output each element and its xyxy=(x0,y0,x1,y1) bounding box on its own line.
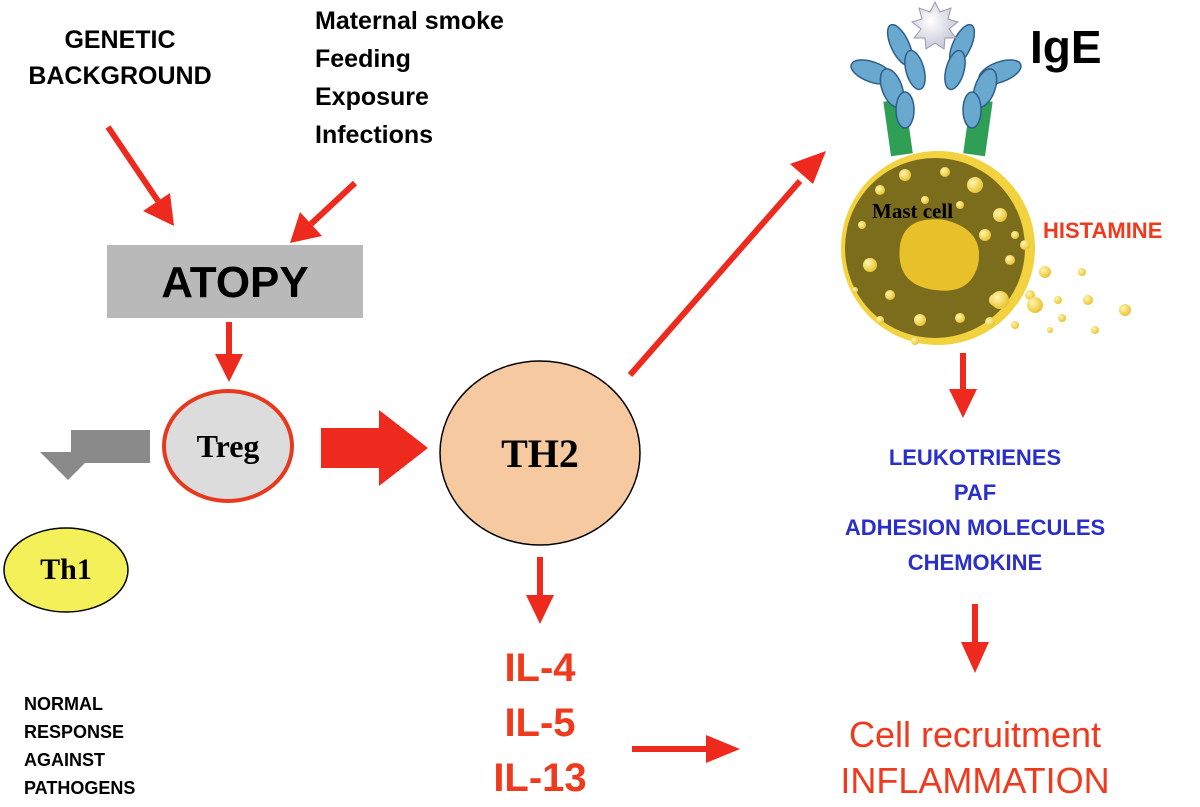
outcome-label: Cell recruitment INFLAMMATION xyxy=(810,712,1140,804)
mediator-paf: PAF xyxy=(953,480,997,505)
grey-bent-arrow-to-th1 xyxy=(40,430,150,480)
interleukins-list: IL-4 IL-5 IL-13 xyxy=(470,641,610,806)
th2-node xyxy=(439,360,641,546)
environment-item-feeding: Feeding xyxy=(315,45,411,73)
genetic-background-line-2: BACKGROUND xyxy=(28,62,212,90)
normal-response-line-3: AGAINST xyxy=(24,750,105,770)
arrow-interleukins-to-outcome xyxy=(632,735,740,763)
atopy-label: ATOPY xyxy=(161,258,309,307)
arrow-mast-cell-to-mediators xyxy=(949,353,977,418)
outcome-inflammation: INFLAMMATION xyxy=(840,760,1110,801)
mediator-chemokine: CHEMOKINE xyxy=(907,550,1043,575)
th1-label: Th1 xyxy=(40,553,92,586)
mediator-leukotrienes: LEUKOTRIENES xyxy=(888,445,1062,470)
normal-response-line-1: NORMAL xyxy=(24,694,103,714)
interleukin-il-4: IL-4 xyxy=(504,646,576,690)
mediator-adhesion-molecules: ADHESION MOLECULES xyxy=(844,515,1106,540)
ige-label: IgE xyxy=(1030,21,1102,73)
arrow-environment-to-atopy xyxy=(290,180,358,243)
arrow-mediators-to-outcome xyxy=(961,604,989,673)
normal-response-label: NORMAL RESPONSE AGAINST PATHOGENS xyxy=(24,690,135,802)
antigen-icon xyxy=(910,0,960,50)
arrow-genetic-to-atopy xyxy=(105,125,174,226)
environment-item-infections: Infections xyxy=(315,121,434,149)
normal-response-line-2: RESPONSE xyxy=(24,722,125,742)
environmental-factors-list: Maternal smoke Feeding Exposure Infectio… xyxy=(315,2,504,154)
genetic-background-label: GENETIC BACKGROUND xyxy=(0,22,240,94)
environment-item-exposure: Exposure xyxy=(315,83,429,111)
outcome-cell-recruitment: Cell recruitment xyxy=(848,714,1102,755)
arrow-atopy-to-treg xyxy=(215,322,243,382)
treg-node xyxy=(162,389,294,503)
histamine-label: HISTAMINE xyxy=(1043,218,1163,243)
environment-item-maternal-smoke: Maternal smoke xyxy=(315,7,504,35)
interleukin-il-13: IL-13 xyxy=(493,756,587,800)
th2-label: TH2 xyxy=(501,431,579,476)
normal-response-line-4: PATHOGENS xyxy=(24,778,136,798)
genetic-background-line-1: GENETIC xyxy=(64,26,176,54)
ige-antibody-complex xyxy=(850,0,1022,157)
mast-cell-label: Mast cell xyxy=(872,199,954,223)
mediators-list: LEUKOTRIENES PAF ADHESION MOLECULES CHEM… xyxy=(810,440,1140,580)
arrow-th2-to-mast-cell xyxy=(627,151,826,377)
treg-label: Treg xyxy=(196,428,260,464)
arrow-treg-to-th2 xyxy=(321,410,428,486)
mast-cell xyxy=(841,151,1131,345)
th1-node xyxy=(3,527,129,613)
atopy-box xyxy=(107,245,363,318)
arrow-th2-to-interleukins xyxy=(526,557,554,624)
interleukin-il-5: IL-5 xyxy=(504,701,576,745)
